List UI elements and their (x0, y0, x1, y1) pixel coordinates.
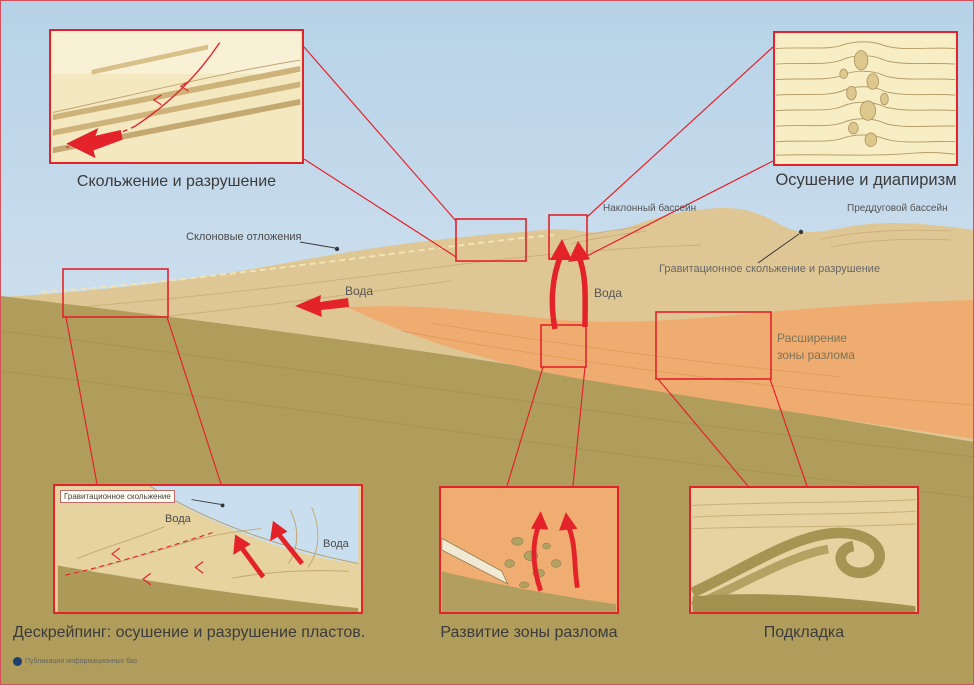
callout-rect-descraping (62, 268, 169, 318)
label-fault-expansion-1: Расширение (777, 331, 847, 345)
inset-underplating-art (691, 488, 916, 612)
olive-texture (1, 330, 973, 499)
water-region (149, 486, 359, 564)
inset-water-label-2: Вода (323, 538, 349, 550)
slope-dashed-line (40, 234, 558, 293)
callout-rect-faultzone (540, 324, 587, 368)
caption-slide-destruction: Скольжение и разрушение (76, 173, 277, 190)
label-forearc-basin: Преддуговой бассейн (847, 203, 948, 214)
label-slope-deposits: Склоновые отложения (186, 231, 302, 243)
slab (441, 537, 509, 585)
rise-arrows (530, 511, 580, 592)
descraping-arrows (233, 520, 304, 579)
callout-connectors (65, 46, 808, 487)
slide-arrow (66, 128, 123, 159)
orange-texture (400, 322, 973, 406)
inset-diapirism-art (775, 33, 956, 164)
inset-water-label-1: Вода (165, 513, 191, 525)
diapir-blobs (839, 50, 889, 147)
inset-fault-zone-art (441, 488, 617, 612)
label-gravitational-sliding: Гравитационное скольжение и разрушение (659, 263, 881, 275)
inset-slide-destruction-art (52, 31, 301, 162)
caption-descraping: Дескрейпинг: осушение и разрушение пласт… (13, 624, 366, 641)
footer-credit: Публикация информационных баз (13, 657, 137, 666)
chaotic-bedding (76, 507, 349, 579)
olive-base (57, 565, 359, 612)
callout-rect-slide (455, 218, 527, 262)
label-water-left: Вода (345, 284, 374, 298)
label-pointers (299, 229, 804, 264)
inset-grav-sliding-label: Гравитационное скольжение (60, 490, 175, 503)
caption-fault-zone: Развитие зоны разлома (440, 624, 618, 641)
caption-dewatering-diapirism: Осушение и диапиризм (775, 171, 957, 189)
label-inclined-basin: Наклонный бассейн (603, 203, 697, 214)
water-flow-arrow-left (295, 295, 349, 317)
water-rise-arrows (549, 239, 590, 330)
callout-rect-underplating (655, 311, 772, 380)
inset-slide-destruction (49, 29, 304, 164)
inset-fault-zone (439, 486, 619, 614)
credit-text: Публикация информационных баз (25, 658, 137, 665)
olive-base (692, 594, 916, 612)
inset-dewatering-diapirism (773, 31, 958, 166)
label-water-center: Вода (594, 286, 623, 300)
inset-descraping: Гравитационное скольжение Вода Вода (53, 484, 363, 614)
inset-descraping-art (57, 486, 359, 612)
olive-base (441, 571, 617, 612)
inset-underplating (689, 486, 919, 614)
callout-rects (62, 214, 772, 380)
publisher-logo-icon (13, 657, 22, 666)
label-fault-expansion-2: зоны разлома (777, 348, 855, 362)
caption-underplating: Подкладка (763, 624, 845, 641)
